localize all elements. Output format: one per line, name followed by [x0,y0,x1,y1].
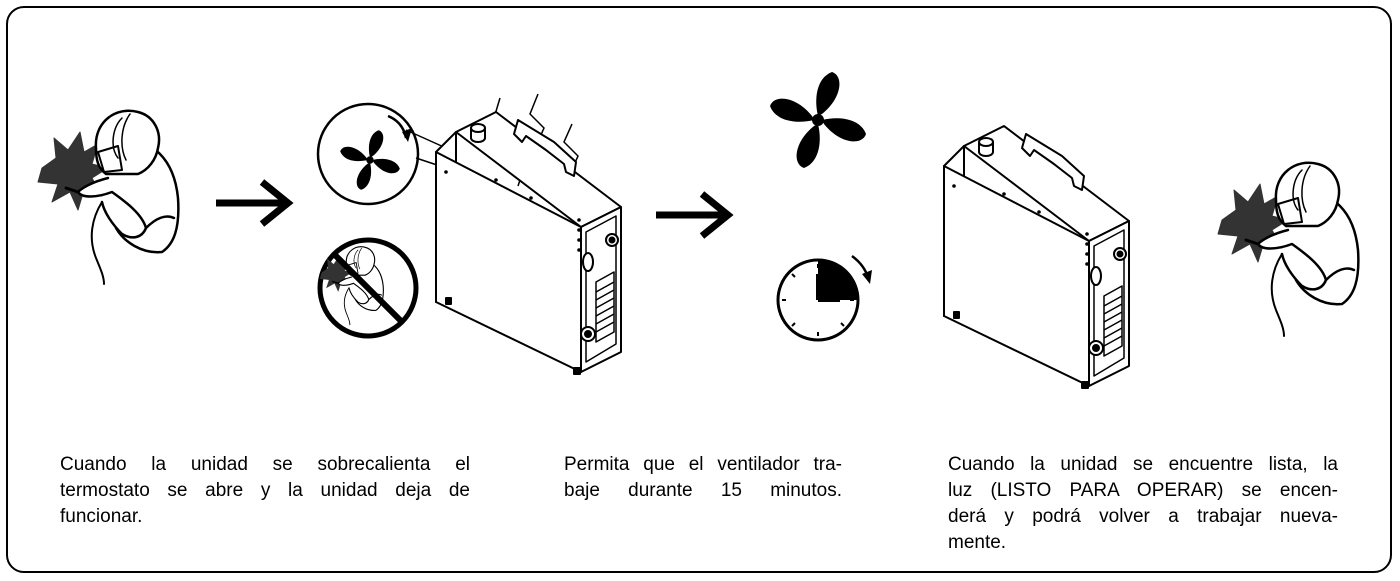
caption-line: derá y podrá volver a trabajar nueva- [948,506,1338,527]
caption-line: termostato se abre y la unidad deja de [60,480,470,501]
caption-line: funcionar. [60,506,143,527]
caption-line: Cuando la unidad se encuentre lista, la [948,454,1338,475]
caption-cooling: Permita que el ventilador tra- baje dura… [564,452,842,504]
timer-icon [776,255,872,342]
welding-machine-icon [943,125,1130,389]
fan-running-icon [316,102,420,206]
caption-overheat: Cuando la unidad se sobrecalienta el ter… [60,452,470,530]
caption-line: mente. [948,532,1007,553]
welder-icon [36,109,180,286]
caption-line: baje durante 15 minutos. [564,480,842,501]
arrow-right-icon [216,179,294,227]
caption-line: Permita que el ventilador tra- [564,454,842,475]
caption-line: luz (LISTO PARA OPERAR) se encen- [948,480,1338,501]
arrow-right-icon [656,191,734,239]
caption-ready: Cuando la unidad se encuentre lista, la … [948,452,1338,556]
diagram-frame [6,6,1392,573]
caption-line: Cuando la unidad se sobrecalienta el [60,454,470,475]
fan-icon [770,72,866,168]
welding-machine-icon [435,111,622,375]
callout-line [405,129,447,149]
welder-icon [1216,161,1360,338]
no-welding-icon [317,237,419,339]
